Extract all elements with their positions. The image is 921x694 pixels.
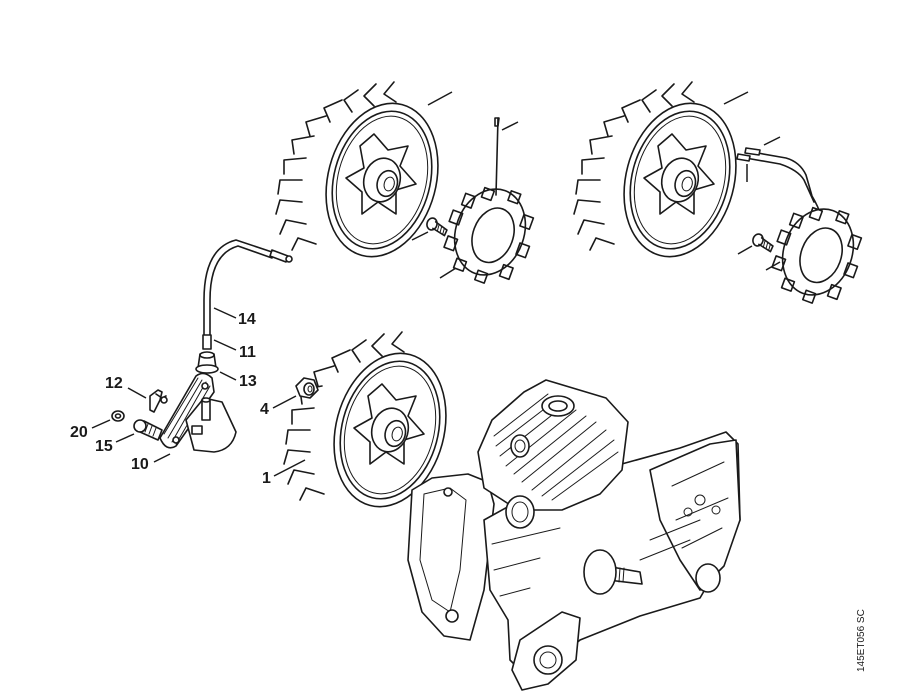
callout-15[interactable]: 15 <box>95 433 135 455</box>
callout-label: 14 <box>238 311 256 328</box>
ignition-module-group <box>111 239 293 453</box>
upper-right-flywheel-generator-group <box>573 81 866 306</box>
callout-label: 4 <box>260 401 269 418</box>
crankcase-assembly <box>407 379 741 691</box>
cylinder-fins <box>493 393 619 501</box>
ignition-lead <box>203 239 273 341</box>
leader-line <box>737 245 753 255</box>
leader-line <box>411 231 429 241</box>
callout-label: 1 <box>262 470 271 487</box>
lead-sleeve <box>202 334 212 350</box>
spark-plug-boot <box>195 351 219 374</box>
washer <box>111 410 125 422</box>
decompression-valve <box>510 434 530 458</box>
crankshaft-end <box>583 549 643 595</box>
callout-11[interactable]: 11 <box>213 339 256 361</box>
leader-line <box>501 121 519 131</box>
callout-1[interactable]: 1 <box>262 459 306 487</box>
callout-10[interactable]: 10 <box>131 453 171 473</box>
leader-line <box>439 267 457 279</box>
flywheel-upper-right <box>573 81 754 271</box>
generator-screw <box>750 232 776 253</box>
callout-label: 11 <box>239 344 256 361</box>
leader-line <box>763 136 781 146</box>
callout-14[interactable]: 14 <box>213 307 256 328</box>
module-screw <box>133 419 163 441</box>
lower-flywheel-group <box>283 331 464 521</box>
crankcase-left-half <box>407 473 495 641</box>
upper-left-flywheel-stator-group <box>275 81 538 286</box>
callout-label: 13 <box>239 373 257 390</box>
clip <box>149 389 168 413</box>
stator-wire <box>495 117 499 196</box>
ignition-stator <box>442 178 538 286</box>
generator-stator <box>770 198 866 306</box>
callout-4[interactable]: 4 <box>260 395 297 418</box>
callout-13[interactable]: 13 <box>219 371 257 390</box>
leader-line <box>723 91 749 105</box>
generator-wire-2 <box>739 156 815 203</box>
callout-label: 20 <box>70 424 88 441</box>
generator-wire-1 <box>751 151 823 219</box>
ignition-module <box>159 372 237 453</box>
stator-screw <box>424 216 450 237</box>
callout-20[interactable]: 20 <box>70 419 111 441</box>
spark-plug-port <box>541 395 575 417</box>
nut <box>295 377 319 399</box>
callout-label: 12 <box>105 375 123 392</box>
leader-line <box>427 91 453 106</box>
callout-label: 10 <box>131 456 149 473</box>
drawing-code: 145ET056 SC <box>856 609 867 672</box>
intake-port <box>505 495 535 529</box>
callout-label: 15 <box>95 438 113 455</box>
leader-line <box>765 261 781 271</box>
callout-12[interactable]: 12 <box>105 375 147 399</box>
flywheel-upper-left <box>275 81 456 271</box>
